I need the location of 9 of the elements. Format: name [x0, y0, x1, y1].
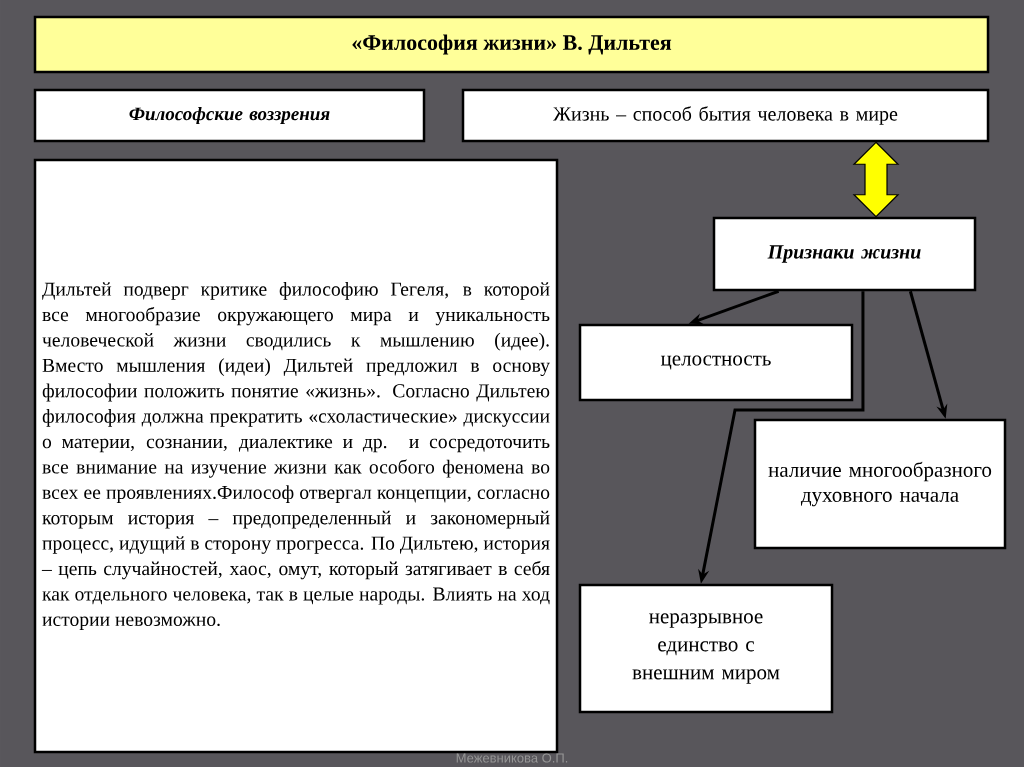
- text-box: Дильтей подверг критике философию Гегеля, в которой все многообразие окружающего мира и уникальность человеческой жизни сводились к мышлению (идее). Вместо мышления (идеи) Дильтей предложил в основу философии положить понятие «жизнь». Согласно Дильтею философия должна прекратить «схоластические» дискуссии о материи, сознании, диалектике и др. и сосредоточить все внимание на изучение жизни как особого феномена во всех ее проявлениях.Философ отвергал концепции, согласно которым история – предопределенный и закономерный процесс, идущий в сторону прогресса. По Дильтею, история – цепь случайностей, хаос, омут, который затягивает в себя как отдельного человека, так в целые народы. Влиять на ход истории невозможно.: [33, 158, 559, 754]
- concept-box: Жизнь – способ бытия человека в мире: [461, 88, 990, 143]
- concept-box: наличие многообразного духовного начала: [753, 418, 1007, 550]
- concept-box: неразрывное единство с внешним миром: [578, 583, 834, 714]
- double-arrow: [852, 141, 900, 218]
- heading-box: Признаки жизни: [712, 216, 977, 292]
- concept-box: целостность: [578, 323, 854, 402]
- heading-box: Философские воззрения: [33, 88, 426, 143]
- title-box: «Философия жизни» В. Дильтея: [33, 15, 990, 74]
